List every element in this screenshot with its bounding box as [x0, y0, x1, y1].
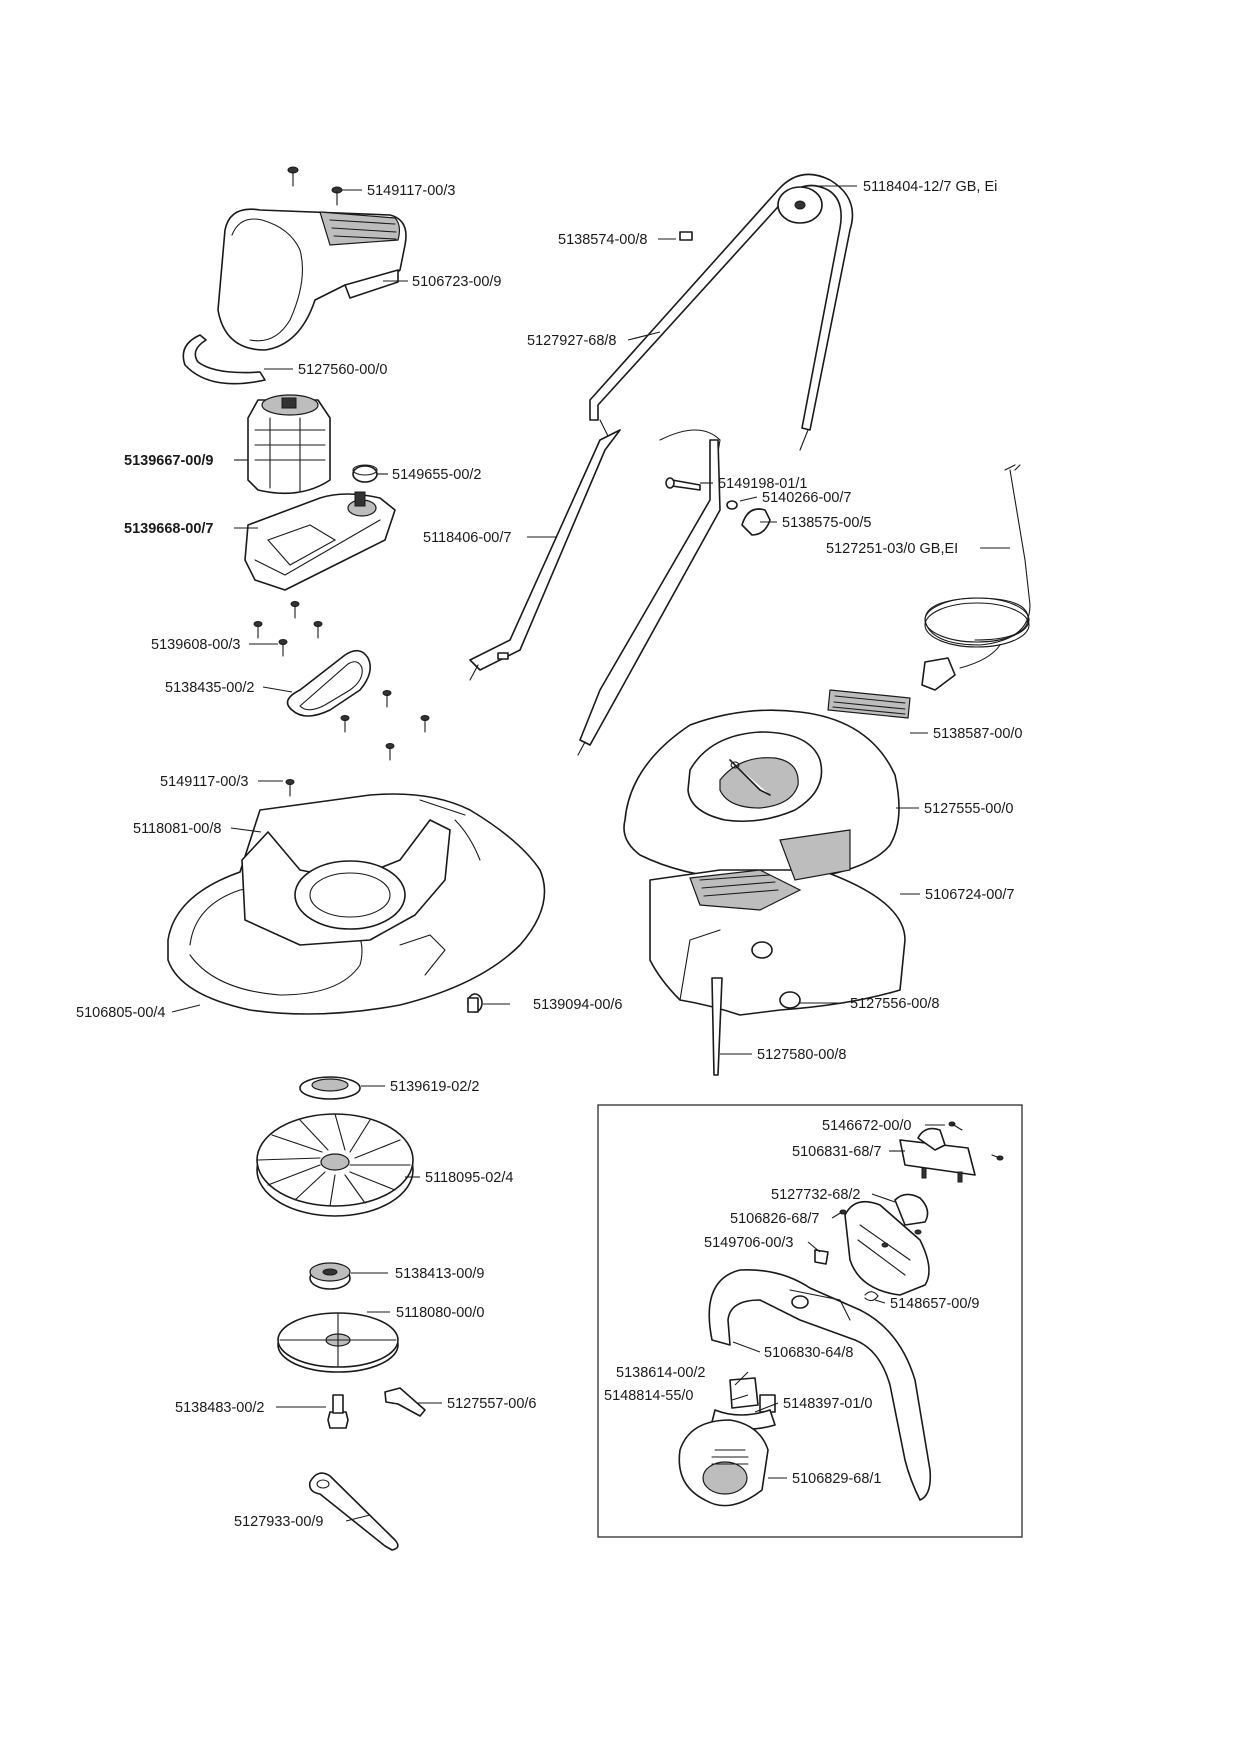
label-5139668-00-7: 5139668-00/7	[124, 521, 214, 537]
label-5139667-00-9: 5139667-00/9	[124, 453, 214, 469]
spring-clip	[814, 1249, 829, 1265]
part-labels: 5149117-00/3 5106723-00/9 5127560-00/0 5…	[76, 179, 1023, 1530]
drive-belt	[286, 649, 371, 717]
label-5139608-00-3: 5139608-00/3	[151, 637, 241, 653]
upper-handle	[589, 173, 854, 471]
screw-inset-1	[948, 1121, 1004, 1161]
label-5127555-00-0: 5127555-00/0	[924, 801, 1014, 817]
switch-housing	[844, 1200, 930, 1296]
fan-impeller	[256, 1113, 414, 1217]
label-5127933-00-9: 5127933-00/9	[234, 1514, 324, 1530]
label-5139094-00-6: 5139094-00/6	[533, 997, 623, 1013]
screw-group-1	[253, 601, 323, 657]
label-5127580-00-8: 5127580-00/8	[757, 1047, 847, 1063]
label-5106724-00-7: 5106724-00/7	[925, 887, 1015, 903]
pin-knob	[467, 993, 483, 1013]
handle-grip	[708, 1269, 932, 1501]
label-5138435-00-2: 5138435-00/2	[165, 680, 255, 696]
inset-frame	[597, 1104, 1023, 1538]
label-5118081-00-8: 5118081-00/8	[133, 821, 221, 837]
label-5106805-00-4: 5106805-00/4	[76, 1005, 166, 1021]
label-5127927-68-8: 5127927-68/8	[527, 333, 617, 349]
blade-key	[384, 1387, 426, 1417]
leader-lines	[171, 185, 1010, 1522]
label-5148397-01-0: 5148397-01/0	[783, 1396, 873, 1412]
screw-group-2	[285, 690, 430, 797]
label-5149706-00-3: 5149706-00/3	[704, 1235, 794, 1251]
label-5149655-00-2: 5149655-00/2	[392, 467, 482, 483]
handle-bolt	[665, 477, 701, 491]
label-5139619-02-2: 5139619-02/2	[390, 1079, 480, 1095]
switch-lever	[894, 1193, 929, 1226]
label-5118406-00-7: 5118406-00/7	[423, 530, 511, 546]
label-5149117-00-3: 5149117-00/3	[367, 183, 455, 199]
handle-pin	[679, 231, 693, 241]
label-5106830-64-8: 5106830-64/8	[764, 1345, 854, 1361]
label-5118080-00-0: 5118080-00/0	[396, 1305, 484, 1321]
washer	[299, 1076, 361, 1100]
label-5127251-03-0: 5127251-03/0 GB,EI	[826, 541, 958, 557]
label-5149198-01-1: 5149198-01/1	[718, 476, 808, 492]
top-housing	[623, 709, 900, 881]
label-5138483-00-2: 5138483-00/2	[175, 1400, 265, 1416]
washer-small	[726, 500, 738, 510]
label-5138614-00-2: 5138614-00/2	[616, 1365, 706, 1381]
cap-small	[352, 464, 378, 483]
motor-cover-hood	[217, 208, 407, 351]
label-5106826-68-7: 5106826-68/7	[730, 1211, 820, 1227]
label-5127556-00-8: 5127556-00/8	[850, 996, 940, 1012]
power-cable	[921, 464, 1031, 691]
mower-deck	[167, 793, 546, 1015]
label-5106723-00-9: 5106723-00/9	[412, 274, 502, 290]
cutting-disc	[277, 1312, 399, 1373]
label-5106831-68-7: 5106831-68/7	[792, 1144, 882, 1160]
handle-knob	[741, 508, 771, 536]
rear-flap-rod	[711, 977, 723, 1076]
spanner-tool	[308, 1472, 399, 1551]
label-5106829-68-1: 5106829-68/1	[792, 1471, 882, 1487]
gasket-ring	[182, 334, 266, 385]
label-5148657-00-9: 5148657-00/9	[890, 1296, 980, 1312]
label-5118095-02-4: 5118095-02/4	[425, 1170, 513, 1186]
warning-label	[827, 689, 911, 719]
grip-cover	[678, 1419, 769, 1507]
screw-top-right	[331, 186, 343, 206]
switch-cover	[899, 1127, 976, 1183]
label-5138575-00-5: 5138575-00/5	[782, 515, 872, 531]
switch-block	[729, 1377, 776, 1413]
motor-unit	[247, 394, 331, 495]
label-5138574-00-8: 5138574-00/8	[558, 232, 648, 248]
label-5146672-00-0: 5146672-00/0	[822, 1118, 912, 1134]
motor-mount-plate	[244, 491, 396, 591]
label-5127732-68-2: 5127732-68/2	[771, 1187, 861, 1203]
label-5149117-00-3-b: 5149117-00/3	[160, 774, 248, 790]
label-5140266-00-7: 5140266-00/7	[762, 490, 852, 506]
label-5118404-12-7: 5118404-12/7 GB, Ei	[863, 179, 997, 195]
lower-handle	[469, 429, 721, 756]
label-5127557-00-6: 5127557-00/6	[447, 1396, 537, 1412]
bolt	[327, 1394, 349, 1429]
screw-top-left	[287, 166, 299, 187]
spring-small	[864, 1291, 879, 1302]
label-5148814-55-0: 5148814-55/0	[604, 1388, 694, 1404]
bearing-spacer	[309, 1262, 351, 1290]
label-5138413-00-9: 5138413-00/9	[395, 1266, 485, 1282]
label-5127560-00-0: 5127560-00/0	[298, 362, 388, 378]
screw-inset-2	[839, 1209, 922, 1235]
label-5138587-00-0: 5138587-00/0	[933, 726, 1023, 742]
